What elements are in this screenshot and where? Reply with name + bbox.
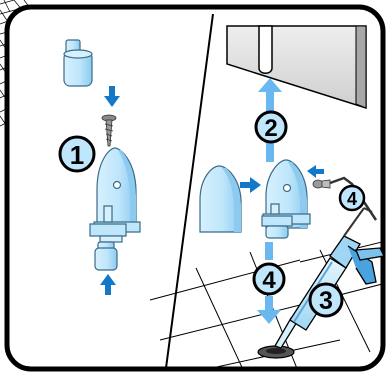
step-2-label: 2 xyxy=(264,115,277,142)
panel-frame xyxy=(4,4,386,372)
floor-hole xyxy=(257,345,295,359)
step-1-group: 1 xyxy=(58,39,141,295)
step-4b-label: 4 xyxy=(262,267,276,294)
step-2-badge: 2 xyxy=(254,110,288,144)
arrow-down-to-floor xyxy=(257,242,281,324)
step-1-label: 1 xyxy=(70,140,84,170)
step-4a-label: 4 xyxy=(347,189,357,209)
panel-divider xyxy=(165,13,214,369)
screw-part xyxy=(101,114,117,147)
arrow-down-to-screw xyxy=(104,86,120,107)
arrow-up-to-bracket xyxy=(100,274,116,295)
bracket-part-left xyxy=(93,147,141,233)
grub-screw-part xyxy=(312,179,331,189)
arrow-cover-to-bracket xyxy=(240,177,261,193)
top-cap-part xyxy=(63,39,93,87)
bracket-cover-part xyxy=(199,165,242,233)
arrow-up-to-shelf xyxy=(258,78,282,162)
step-1-badge: 1 xyxy=(58,135,96,173)
bracket-clamp-right xyxy=(261,215,293,239)
step-3-badge: 3 xyxy=(308,282,344,318)
step-3-label: 3 xyxy=(319,287,333,315)
arrow-screw-to-bracket xyxy=(307,165,324,178)
step-4b-badge: 4 xyxy=(252,262,286,296)
step-4a-badge: 4 xyxy=(338,184,366,212)
bottom-plug-part xyxy=(94,241,118,271)
glass-shelf xyxy=(226,25,367,110)
